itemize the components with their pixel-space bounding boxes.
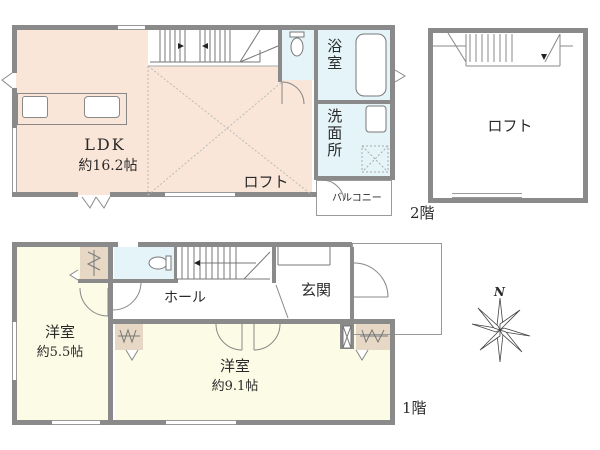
compass: N [460, 285, 540, 370]
window-2f-left [12, 128, 17, 192]
loft-annex-stairs [433, 32, 573, 67]
floor-label-2f: 2階 [410, 204, 435, 222]
window-1f-left [12, 322, 17, 380]
western-room-5-5-label: 洋室 [44, 323, 75, 341]
western-room-9-1-label: 洋室 [219, 357, 250, 375]
loft-void-area[interactable] [148, 66, 278, 195]
ldk-area: 約16.2帖 [78, 158, 138, 174]
loft-annex-plan: ロフト [428, 28, 588, 203]
washroom-label: 洗面所 [325, 108, 344, 159]
window-2f-top [118, 25, 145, 30]
second-floor-plan: LDK 約16.2帖 ロフト 浴室 洗面所 バルコニー 2階 [1, 25, 435, 222]
loft-annex-room[interactable] [428, 28, 588, 203]
compass-rose-icon [471, 297, 531, 363]
north-label: N [494, 285, 505, 299]
entrance-label: 玄関 [300, 281, 331, 299]
balcony-label: バルコニー [332, 193, 382, 204]
bathroom-label: 浴室 [325, 38, 344, 72]
window-1f-bottom-left [52, 420, 100, 425]
western-room-5-5-area: 約5.5帖 [36, 345, 84, 360]
window-2f-bottom [165, 192, 235, 197]
closet-3[interactable] [356, 324, 390, 350]
stove-icon [22, 96, 48, 118]
window-1f-bottom-right [166, 420, 236, 425]
second-floor-lines [1, 29, 406, 209]
loft-void-area-ext [278, 80, 312, 195]
western-room-9-1-area: 約9.1帖 [211, 379, 259, 394]
loft-annex-label: ロフト [487, 117, 533, 135]
loft-label-2f: ロフト [243, 173, 289, 191]
first-floor-plan: 洋室 約5.5帖 ホール 玄関 洋室 約9.1帖 1階 [0, 230, 600, 450]
balcony-area[interactable] [316, 180, 392, 216]
first-floor-lines [69, 247, 389, 361]
floor-label-1f: 1階 [402, 399, 427, 417]
sink-icon [84, 96, 120, 118]
ldk-label: LDK [84, 135, 126, 154]
closet-2[interactable] [115, 324, 143, 350]
loft-annex-window [452, 193, 522, 198]
hall-label: ホール [164, 290, 206, 306]
